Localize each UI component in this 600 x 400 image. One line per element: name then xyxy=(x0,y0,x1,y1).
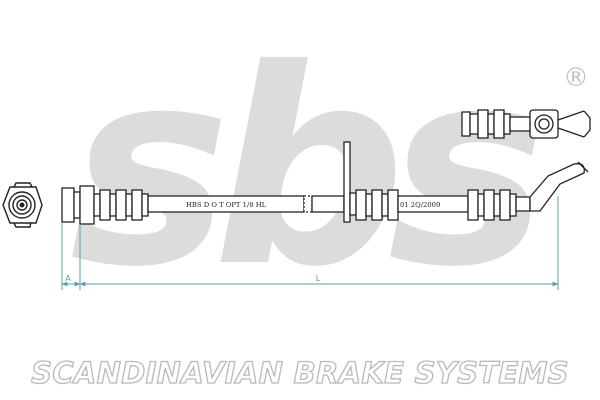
logo-mark: sbs xyxy=(70,11,540,326)
brake-hose xyxy=(61,141,589,225)
fitting-end-view xyxy=(2,182,43,228)
bent-steel-tube xyxy=(529,163,585,212)
hose-print-left: HBS D O T OPT 1/8 HL xyxy=(186,201,267,209)
left-fitting-nut xyxy=(61,187,75,223)
mounting-bracket xyxy=(343,141,351,223)
dimension-lines xyxy=(61,196,559,290)
dimension-a-label: A xyxy=(65,274,71,283)
company-name: SCANDINAVIAN BRAKE SYSTEMS xyxy=(30,355,569,390)
banjo-fitting-detail xyxy=(461,109,591,139)
dimension-l-label: L xyxy=(316,274,321,283)
registered-mark: ® xyxy=(563,63,589,93)
sbs-logo-watermark: sbs xyxy=(70,11,558,326)
hose-print-right: 01 2Q/2009 xyxy=(400,201,440,209)
